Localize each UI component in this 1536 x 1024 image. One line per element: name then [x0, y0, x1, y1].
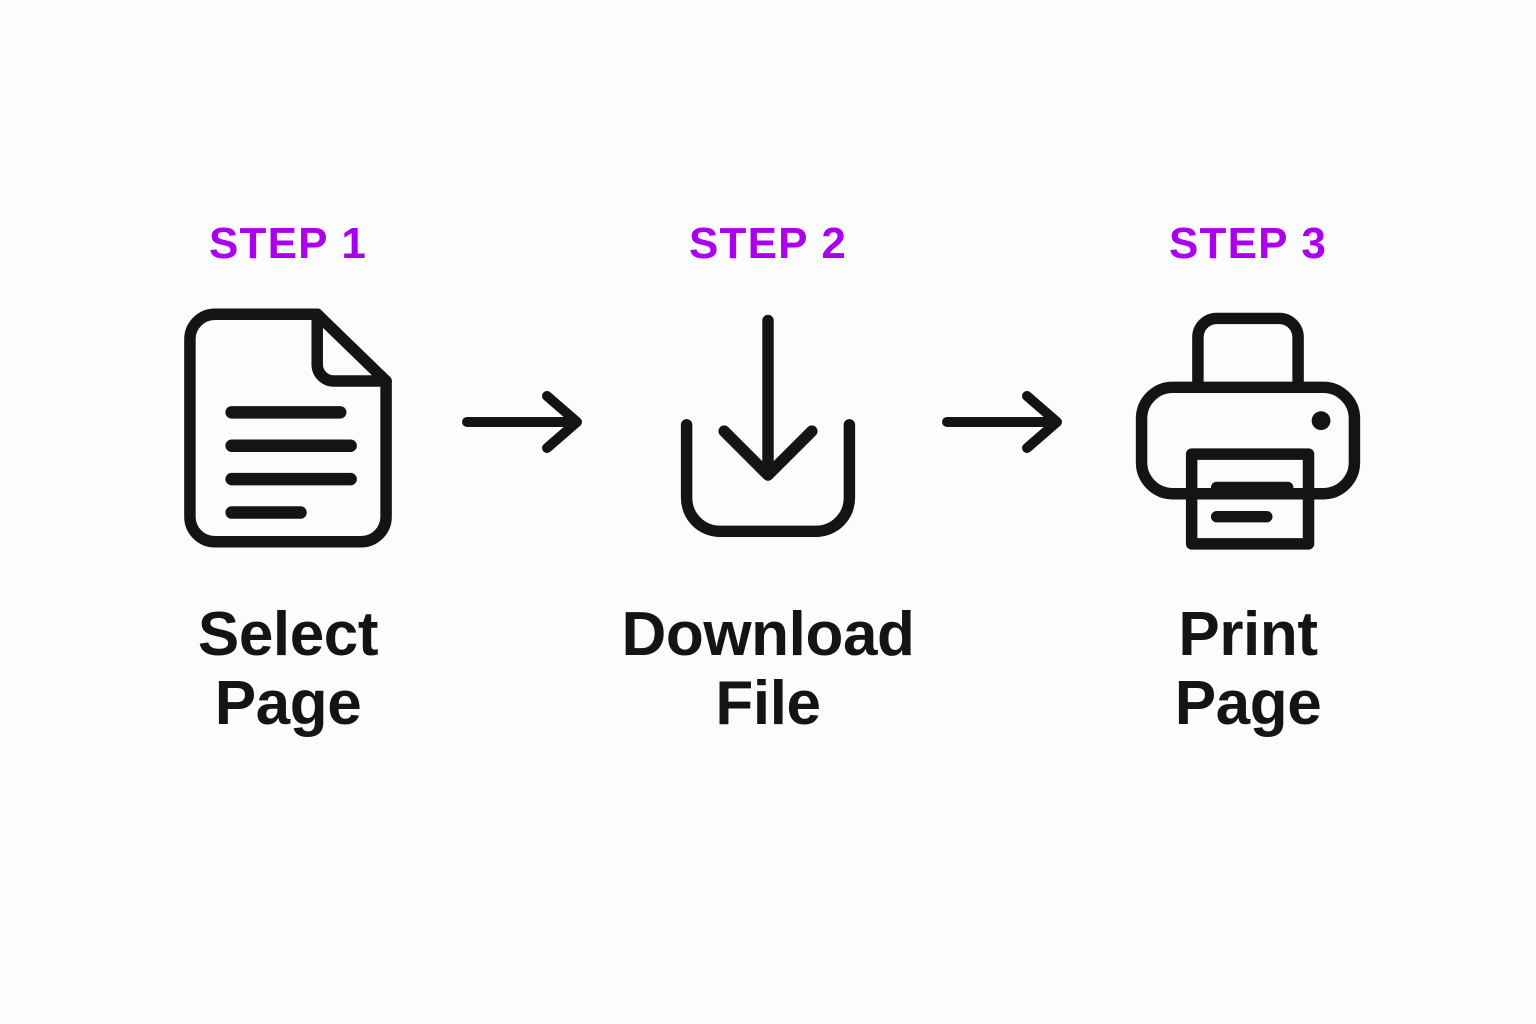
process-step-2[interactable]: STEP 2 Download File: [603, 222, 933, 739]
download-icon: [648, 308, 888, 548]
step-1-label-line-1: Select: [197, 600, 379, 669]
printer-status-dot-icon: [1311, 411, 1331, 431]
step-2-label-line-2: File: [715, 669, 821, 739]
step-1-eyebrow: STEP 1: [208, 219, 368, 268]
connector-1: [453, 222, 603, 622]
process-flow: STEP 1 Select Page: [0, 222, 1536, 739]
printer-icon: [1128, 308, 1368, 550]
step-2-label: Download File: [622, 600, 915, 739]
connector-2: [933, 222, 1083, 622]
step-3-label-line-2: Page: [1174, 669, 1322, 739]
step-2-eyebrow: STEP 2: [688, 219, 848, 268]
arrow-right-icon: [462, 391, 582, 453]
process-step-1[interactable]: STEP 1 Select Page: [123, 222, 453, 739]
step-2-label-line-1: Download: [621, 600, 915, 669]
step-3-label-line-1: Print: [1178, 600, 1318, 669]
step-3-label: Print Page: [1175, 600, 1322, 739]
step-1-label: Select Page: [197, 600, 379, 739]
document-icon: [168, 308, 408, 548]
arrow-right-icon: [942, 391, 1062, 453]
process-step-3[interactable]: STEP 3 Print Page: [1083, 222, 1413, 739]
step-1-label-line-2: Page: [214, 669, 362, 739]
step-3-eyebrow: STEP 3: [1168, 219, 1328, 268]
